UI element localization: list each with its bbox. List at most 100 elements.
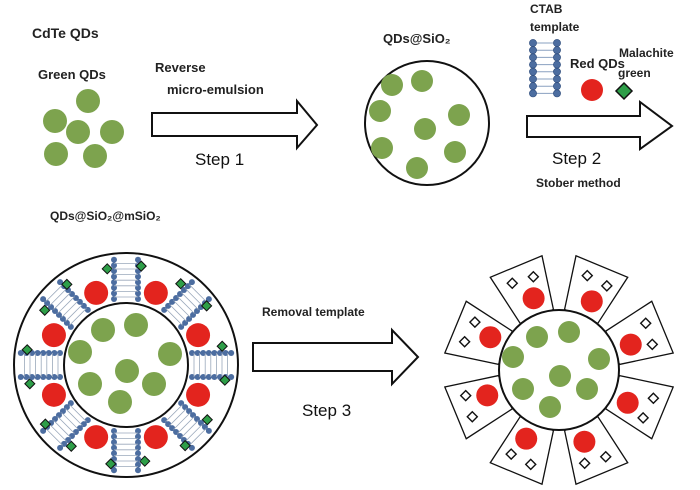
malachite-green: [219, 374, 231, 386]
ctab-tail: [65, 304, 83, 322]
ctab-bead: [111, 439, 117, 446]
ctab-bead: [194, 350, 201, 356]
red-qd: [186, 323, 211, 348]
green-qd: [512, 378, 534, 400]
ctab-bead: [111, 256, 117, 263]
label-ctab: CTAB: [530, 2, 563, 16]
ctab-bead: [553, 67, 561, 76]
empty-site: [647, 392, 660, 405]
green-qd: [124, 313, 148, 337]
ctab-tail: [177, 296, 195, 314]
ctab-bead: [189, 374, 195, 380]
red-qd: [476, 384, 499, 407]
ctab-bead: [553, 53, 561, 62]
ctab-tail: [189, 284, 207, 302]
ctab-bead: [40, 296, 47, 303]
ctab-bead: [52, 416, 59, 423]
ctab-bead: [135, 290, 141, 297]
ctab-bead: [111, 450, 117, 457]
empty-site: [637, 411, 650, 424]
ctab-bead: [228, 350, 235, 356]
green-qd: [44, 142, 68, 166]
ctab-bead: [80, 302, 87, 309]
ctab-bead: [135, 439, 141, 446]
green-qd: [369, 100, 391, 122]
green-qd-cluster: [43, 89, 124, 168]
ctab-bead: [553, 82, 561, 91]
ctab-bead: [553, 75, 561, 83]
ctab-bead: [135, 467, 141, 474]
ctab-bead: [111, 433, 117, 440]
ctab-bead: [200, 374, 207, 380]
empty-site: [505, 448, 518, 461]
ctab-bead: [205, 296, 212, 303]
green-qd: [444, 141, 466, 163]
ctab-bead: [194, 374, 201, 380]
label-step1: Step 1: [195, 150, 244, 169]
ctab-bead: [529, 46, 537, 55]
green-qd: [411, 70, 433, 92]
ctab-bead: [111, 290, 117, 297]
green-qd: [83, 144, 107, 168]
ctab-tail: [181, 420, 199, 438]
ctab-bead: [111, 273, 117, 280]
green-qd-core: [369, 70, 470, 179]
ctab-tail: [49, 424, 67, 442]
green-qd: [78, 372, 102, 396]
ctab-bead: [189, 350, 195, 356]
label-malachite: Malachite: [619, 46, 674, 60]
ctab-bead: [45, 374, 52, 380]
ctab-tail: [49, 288, 67, 306]
empty-site: [524, 458, 537, 471]
green-qd: [66, 120, 90, 144]
empty-site: [599, 450, 612, 463]
ctab-bead: [211, 350, 218, 356]
red-qd: [84, 425, 109, 450]
step2-arrow: [526, 100, 674, 151]
ctab-bead: [111, 279, 117, 286]
ctab-bead: [135, 444, 141, 451]
ctab-bead: [61, 440, 68, 447]
label-red-qds: Red QDs: [570, 56, 625, 71]
empty-site: [466, 410, 479, 423]
ctab-bead: [57, 350, 63, 356]
malachite-green: [101, 263, 113, 275]
red-qd: [84, 280, 109, 305]
ctab-bead: [34, 374, 41, 380]
ctab-bead: [40, 427, 47, 434]
ctab-bead: [553, 60, 561, 69]
ctab-bead: [135, 284, 141, 291]
malachite-green: [24, 378, 36, 390]
ctab-bead: [40, 350, 47, 356]
ctab-bead: [205, 427, 212, 434]
green-qd: [91, 318, 115, 342]
step1-arrow: [151, 98, 319, 151]
green-qd: [158, 342, 182, 366]
malachite-green: [139, 455, 151, 467]
malachite-green: [65, 440, 77, 452]
ctab-tail: [57, 296, 75, 314]
empty-site: [506, 277, 519, 290]
green-qd: [142, 372, 166, 396]
ctab-tail: [69, 308, 87, 326]
ctab-bead: [553, 89, 561, 98]
ctab-bead: [217, 350, 223, 356]
red-qd: [479, 326, 502, 349]
ctab-bead: [222, 350, 229, 356]
ctab-bead: [228, 374, 235, 380]
label-step2: Step 2: [552, 149, 601, 168]
label-qds-sio2: QDs@SiO₂: [383, 31, 451, 46]
ctab-bead: [23, 374, 30, 380]
ctab-bead: [111, 296, 117, 302]
red-qd: [616, 391, 639, 414]
step3-arrow: [252, 327, 420, 387]
malachite-green: [179, 439, 191, 452]
template-removed-pores: [443, 254, 675, 486]
malachite-green: [39, 418, 52, 430]
malachite-green-icon: [614, 81, 634, 101]
ctab-bead: [135, 428, 141, 434]
ctab-tail: [53, 420, 71, 438]
malachite-green: [39, 304, 51, 316]
ctab-bead: [553, 46, 561, 55]
